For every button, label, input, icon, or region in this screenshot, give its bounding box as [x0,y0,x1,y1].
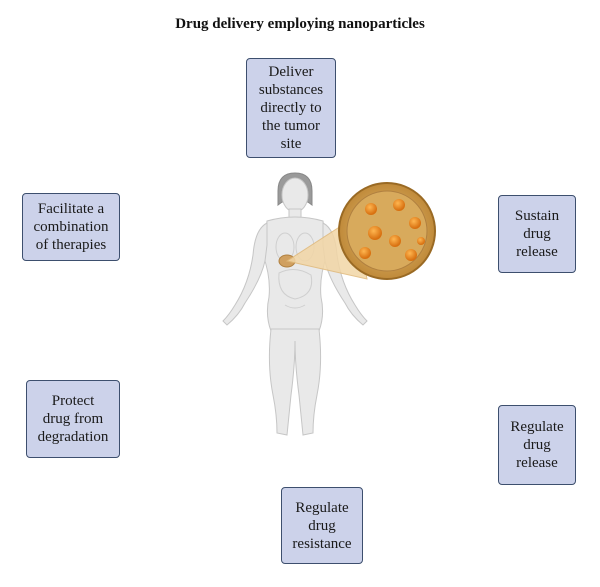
nanoparticle-cross-section-icon [338,182,436,280]
benefit-sustain-release: Sustain drug release [498,195,576,273]
benefit-combination-therapies: Facilitate a combination of therapies [22,193,120,261]
benefit-regulate-resistance: Regulate drug resistance [281,487,363,564]
benefit-protect-from-degradation: Protect drug from degradation [26,380,120,458]
human-body-figure-icon [222,172,368,436]
benefit-regulate-release: Regulate drug release [498,405,576,485]
illustration [222,172,436,436]
diagram-title: Drug delivery employing nanoparticles [175,16,425,32]
benefit-deliver-to-tumor: Deliver substances directly to the tumor… [246,58,336,158]
